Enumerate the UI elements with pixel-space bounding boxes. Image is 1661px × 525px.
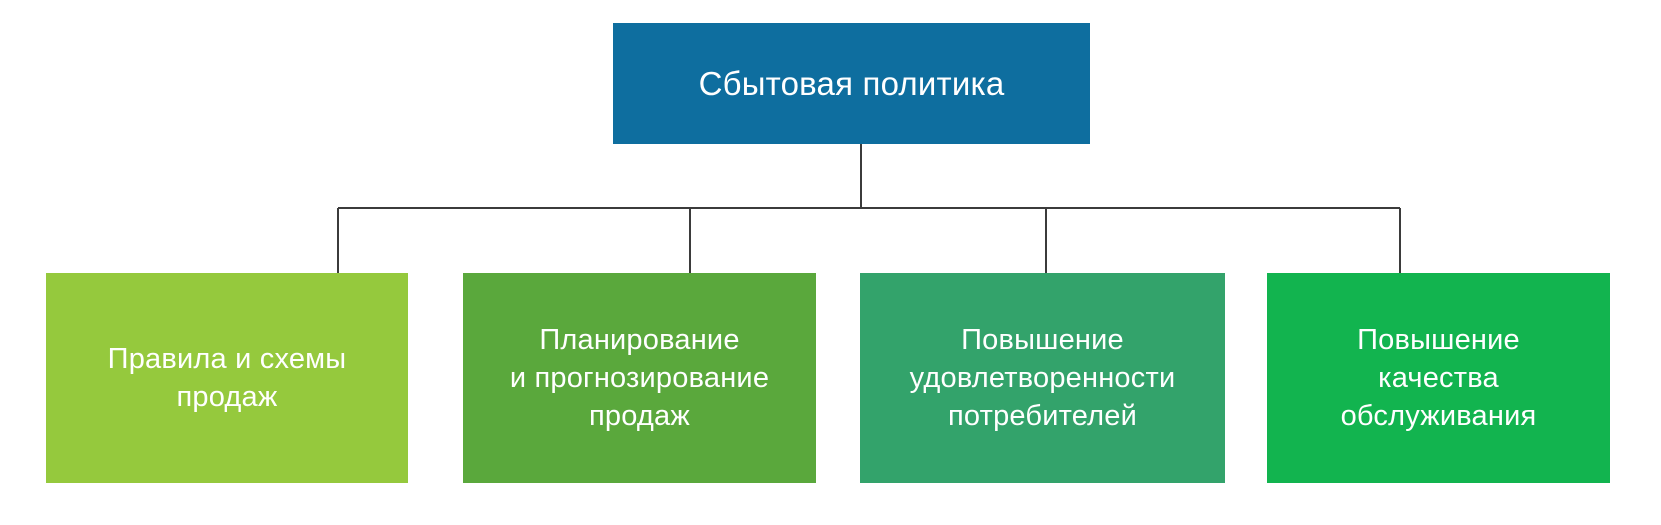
node-root-sales-policy[interactable]: Сбытовая политика: [613, 23, 1090, 144]
node-child-planning-and-sales-forecasting[interactable]: Планирование и прогнозирование продаж: [463, 273, 816, 483]
node-child-rules-and-sales-schemes[interactable]: Правила и схемы продаж: [46, 273, 408, 483]
node-child-2-label: Повышение удовлетворенности потребителей: [909, 323, 1176, 433]
node-child-improving-service-quality[interactable]: Повышение качества обслуживания: [1267, 273, 1610, 483]
node-child-0-label: Правила и схемы продаж: [107, 342, 347, 413]
node-child-increasing-customer-satisfaction[interactable]: Повышение удовлетворенности потребителей: [860, 273, 1225, 483]
node-root-label: Сбытовая политика: [698, 64, 1005, 102]
node-child-3-label: Повышение качества обслуживания: [1340, 323, 1537, 433]
node-child-1-label: Планирование и прогнозирование продаж: [509, 323, 770, 433]
